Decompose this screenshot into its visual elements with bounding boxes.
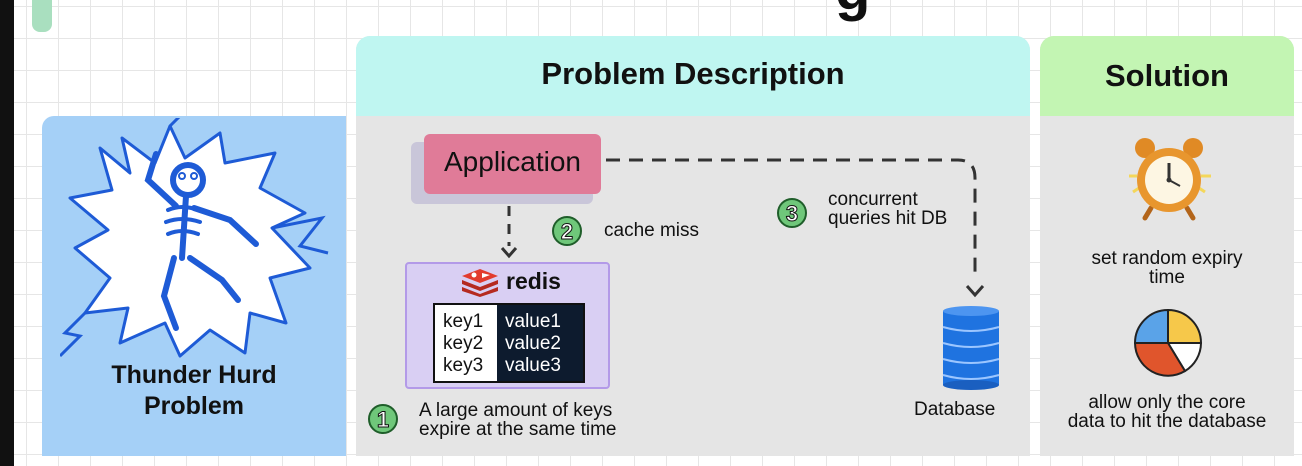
alarm-clock-icon xyxy=(1129,138,1211,221)
solution-header xyxy=(1040,36,1294,116)
pie-chart-icon xyxy=(1133,308,1203,377)
skeleton-shock-icon xyxy=(60,118,329,358)
cache-key: key3 xyxy=(443,355,484,376)
top-accent-tab xyxy=(32,0,52,32)
redis-logo-icon xyxy=(462,269,498,297)
cache-value: value2 xyxy=(505,333,561,354)
app-to-redis-arrowhead xyxy=(500,247,518,259)
thunder-title-line1: Thunder Hurd xyxy=(111,361,277,389)
solution-item-2-line1: allow only the core xyxy=(1088,392,1246,413)
problem-header xyxy=(356,36,1030,116)
step-2-badge: 2 xyxy=(552,216,582,246)
solution-item-1-line2: time xyxy=(1149,267,1185,288)
step-3-text: concurrent queries hit DB xyxy=(828,190,947,228)
cache-key-value-table: key1 key2 key3 value1 value2 value3 xyxy=(433,303,585,383)
database-icon xyxy=(942,306,1000,390)
step-3-line2: queries hit DB xyxy=(828,208,948,229)
cache-key: key2 xyxy=(443,333,484,354)
cache-value: value1 xyxy=(505,311,561,332)
step-1-line1: A large amount of keys xyxy=(419,400,613,421)
cache-key: key1 xyxy=(443,311,484,332)
cache-value: value3 xyxy=(505,355,561,376)
solution-item-2-line2: data to hit the database xyxy=(1067,411,1267,432)
left-edge-bar xyxy=(0,0,14,466)
solution-item-1-text: set random expiry time xyxy=(1040,249,1294,287)
step-3-line1: concurrent xyxy=(828,189,918,210)
thunder-title-line2: Problem xyxy=(143,392,245,420)
application-label: Application xyxy=(444,146,581,177)
redis-label: redis xyxy=(506,268,561,294)
thunder-hurd-title: Thunder Hurd Problem xyxy=(42,360,346,422)
step-1-text: A large amount of keys expire at the sam… xyxy=(419,401,616,439)
solution-panel: Solution xyxy=(1040,36,1294,456)
app-to-db-arrow xyxy=(606,158,977,280)
cache-values-column: value1 value2 value3 xyxy=(497,305,583,381)
solution-header-title: Solution xyxy=(1105,58,1229,93)
step-2-text: cache miss xyxy=(604,220,700,241)
page-title-fragment: g xyxy=(835,0,871,23)
solution-item-1-line1: set random expiry xyxy=(1091,248,1243,269)
app-to-db-arrowhead xyxy=(965,285,985,298)
database-label: Database xyxy=(914,399,996,420)
problem-header-title: Problem Description xyxy=(541,56,845,91)
step-3-badge: 3 xyxy=(777,198,807,228)
step-1-badge: 1 xyxy=(368,404,398,434)
application-box xyxy=(424,134,601,194)
cache-keys-column: key1 key2 key3 xyxy=(435,305,497,381)
solution-item-2-text: allow only the core data to hit the data… xyxy=(1040,393,1294,431)
step-1-line2: expire at the same time xyxy=(419,419,617,440)
